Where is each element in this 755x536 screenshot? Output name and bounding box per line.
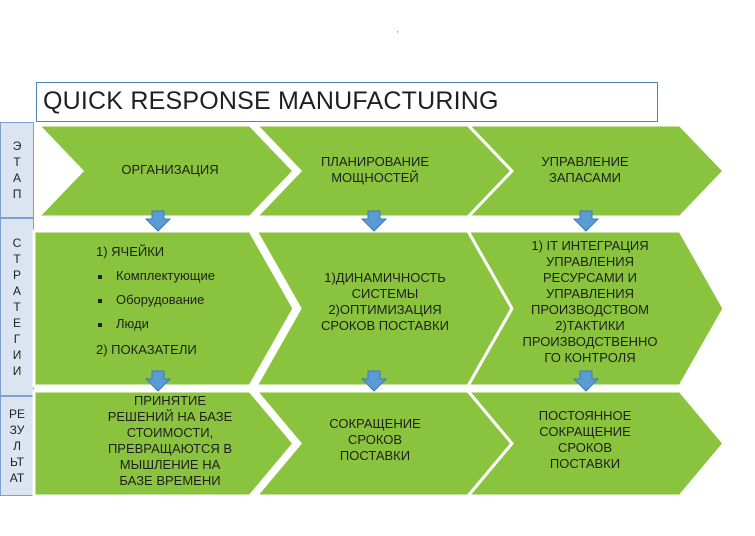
text-line: ПРОИЗВОДСТВОМ <box>531 302 649 317</box>
text-line: А <box>12 171 21 185</box>
text-line: Т <box>13 155 21 169</box>
strategy-chevron-3 <box>465 229 726 388</box>
text-line: РЕСУРСАМИ И <box>543 270 637 285</box>
text-line: АТ <box>9 471 25 485</box>
text-line: Е <box>12 316 21 330</box>
text-line: 2)ОПТИМИЗАЦИЯ <box>328 302 442 317</box>
text-line: БАЗЕ ВРЕМЕНИ <box>119 473 221 488</box>
text-line: ЬТ <box>9 455 24 469</box>
text-line: Э <box>12 139 22 153</box>
text-line: СТОИМОСТИ, <box>126 425 214 440</box>
text-line: И <box>12 348 22 362</box>
text-line: ГО КОНТРОЛЯ <box>544 350 636 365</box>
text-line: СРОКОВ ПОСТАВКИ <box>321 318 449 333</box>
down-arrow-icon <box>360 370 388 392</box>
text-line: МЫШЛЕНИЕ НА <box>119 457 221 472</box>
text-line: СИСТЕМЫ <box>351 286 419 301</box>
text-line: 2)ТАКТИКИ <box>555 318 625 333</box>
down-arrow-icon <box>144 370 172 392</box>
text-line: ПОСТОЯННОЕ <box>538 408 632 423</box>
strategy-1-list: 1) ЯЧЕЙКИ Комплектующие Оборудование Люд… <box>96 244 266 364</box>
text-line: 1) IT ИНТЕГРАЦИЯ <box>531 238 649 253</box>
strategy-1-item-1: 1) ЯЧЕЙКИ <box>96 244 165 259</box>
text-line: Т <box>13 300 21 314</box>
title-box: QUICK RESPONSE MANUFACTURING <box>36 82 658 122</box>
stage-1-label: ОРГАНИЗАЦИЯ <box>90 150 250 190</box>
row-label-results: РЕ ЗУ Л ЬТ АТ <box>0 396 34 496</box>
text-line: ПРЕВРАЩАЮТСЯ В <box>107 441 233 456</box>
down-arrow-icon <box>572 210 600 232</box>
text-line: ПОСТАВКИ <box>339 448 411 463</box>
bullet-icon <box>98 274 102 279</box>
text-line: МОЩНОСТЕЙ <box>331 170 419 185</box>
result-chevron-1 <box>32 389 296 498</box>
text-line: РЕШЕНИЙ НА БАЗЕ <box>107 409 233 424</box>
text-line: А <box>12 284 21 298</box>
text-line: УПРАВЛЕНИЕ <box>541 154 629 169</box>
text-line: УПРАВЛЕНИЯ <box>546 254 634 269</box>
text-line: ЗУ <box>9 423 25 437</box>
text-line: Г <box>13 332 21 346</box>
text-line: С <box>12 236 22 250</box>
text-line: РЕ <box>8 407 25 421</box>
text-line: СРОКОВ <box>557 440 613 455</box>
text-line: П <box>12 187 22 201</box>
text-line: 1)ДИНАМИЧНОСТЬ <box>324 270 446 285</box>
text-line: ЗАПАСАМИ <box>548 170 622 185</box>
text-line: СОКРАЩЕНИЕ <box>329 416 421 431</box>
down-arrow-icon <box>572 370 600 392</box>
text-line: УПРАВЛЕНИЯ <box>546 286 634 301</box>
header-mark: ' <box>397 30 399 39</box>
result-chevron-3 <box>464 389 726 498</box>
text-line: ОРГАНИЗАЦИЯ <box>121 162 219 177</box>
bullet-icon <box>98 298 102 303</box>
text-line: СРОКОВ <box>347 432 403 447</box>
strategy-1-item-2: 2) ПОКАЗАТЕЛИ <box>96 342 197 357</box>
strategy-1-bullet-2: Оборудование <box>98 292 204 307</box>
diagram-title: QUICK RESPONSE MANUFACTURING <box>43 87 499 115</box>
text-line: ПРОИЗВОДСТВЕННО <box>522 334 658 349</box>
text-line: И <box>12 364 22 378</box>
strategy-chevron-1 <box>32 229 296 388</box>
bullet-icon <box>98 322 102 327</box>
stage-chevron-1 <box>34 123 297 219</box>
text-line: Л <box>13 439 21 453</box>
down-arrow-icon <box>144 210 172 232</box>
strategy-1-bullet-3: Люди <box>98 316 149 331</box>
down-arrow-icon <box>360 210 388 232</box>
text-line: ПОСТАВКИ <box>549 456 621 471</box>
text-line: ПРИНЯТИЕ <box>133 393 207 408</box>
text-line: ПЛАНИРОВАНИЕ <box>320 154 430 169</box>
text-line: Р <box>12 268 21 282</box>
text-line: СОКРАЩЕНИЕ <box>539 424 631 439</box>
strategy-1-bullet-1: Комплектующие <box>98 268 215 283</box>
text-line: Т <box>13 252 21 266</box>
stage-chevron-3 <box>464 123 727 219</box>
